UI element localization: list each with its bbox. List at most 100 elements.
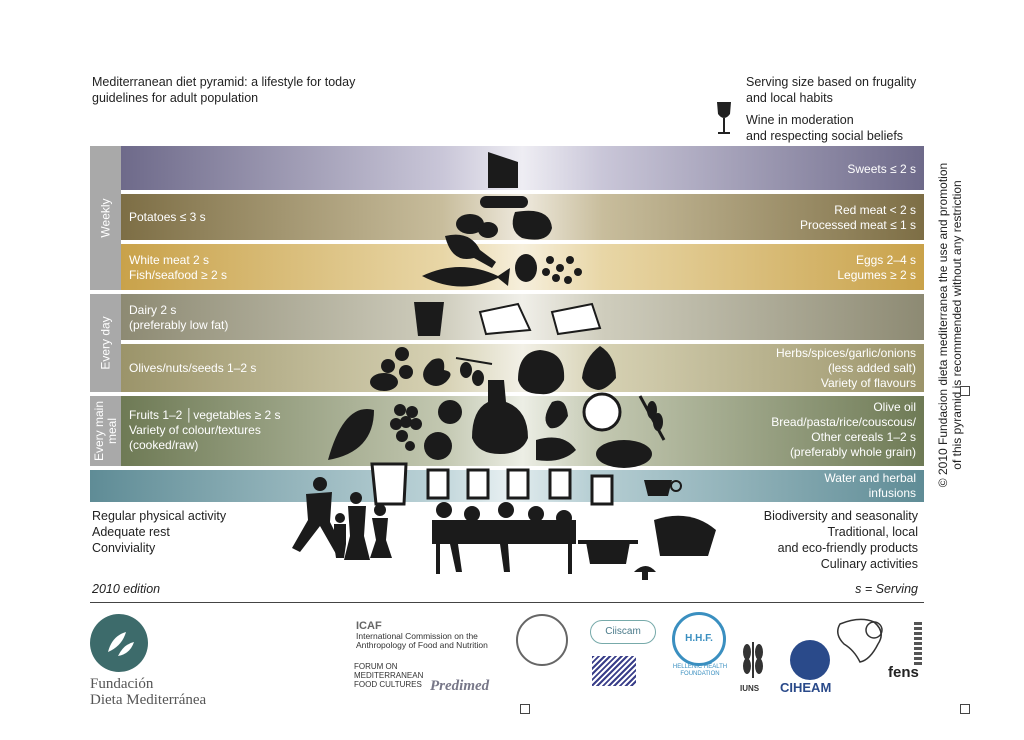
meat-labels: Red meat < 2 s Processed meat ≤ 1 s (800, 203, 916, 233)
band-sweets: Sweets ≤ 2 s (121, 146, 924, 190)
serving-line-2: and local habits (746, 91, 833, 105)
ciiscam-logo: Ciiscam (590, 620, 656, 644)
hhf-logo: H.H.F. (672, 612, 726, 666)
salt-note: (less added salt) (827, 361, 916, 375)
serving-line-1: Serving size based on frugality (746, 75, 917, 89)
olives-label: Olives/nuts/seeds 1–2 s (129, 361, 257, 375)
orange-slice-icon (424, 432, 452, 460)
potatoes-label: Potatoes ≤ 3 s (129, 210, 206, 224)
copyright-line-1: © 2010 Fundacion dieta mediterranea the … (936, 162, 950, 488)
icaf-line-1: International Commission on the (356, 631, 478, 641)
lifestyle-right: Biodiversity and seasonality Traditional… (764, 508, 918, 572)
every-day-label: Every day (98, 316, 112, 370)
lifestyle-left: Regular physical activity Adequate rest … (92, 508, 226, 556)
steak-icon (512, 210, 552, 240)
ciheam-logo-icon (790, 640, 830, 680)
onion-icon (518, 350, 565, 395)
cooked-raw-label: (cooked/raw) (129, 438, 199, 452)
water-jug-icon (370, 462, 408, 506)
cooking-pot-icon (578, 540, 638, 564)
fens-wheat-icon (914, 622, 922, 666)
yogurt-icon (414, 302, 444, 336)
mushroom-icon (634, 566, 656, 580)
basket-icon (654, 515, 716, 556)
chicken-leg-icon (445, 234, 496, 268)
sweets-label: Sweets ≤ 2 s (847, 162, 916, 176)
marker-square (960, 386, 970, 396)
side-label-every-day: Every day (90, 294, 121, 392)
iuns-wheat-icon (736, 640, 770, 680)
dairy-note: (preferably low fat) (129, 318, 229, 332)
bread-label: Bread/pasta/rice/couscous/ (771, 415, 916, 429)
title-line-2: guidelines for adult population (92, 91, 259, 105)
eco-friendly-label: and eco-friendly products (777, 541, 918, 555)
cake-icon (488, 152, 518, 188)
cereals-labels: Olive oil Bread/pasta/rice/couscous/ Oth… (771, 400, 916, 460)
teacup-icon (644, 480, 682, 496)
cereals-label: Other cereals 1–2 s (811, 430, 916, 444)
dairy-label: Dairy 2 s (129, 303, 177, 317)
grapes-icon (390, 404, 422, 451)
pyramid-illustrations (292, 152, 716, 580)
forum-line-3: FOOD CULTURES (354, 680, 422, 689)
cheese-wedge-icon (550, 302, 602, 336)
nuts-icon (370, 347, 413, 391)
infusions-label: infusions (868, 486, 916, 500)
processed-meat-label: Processed meat ≤ 1 s (800, 218, 916, 232)
water-labels: Water and herbal infusions (824, 471, 916, 501)
olive-oil-label: Olive oil (873, 400, 916, 414)
dairy-labels: Dairy 2 s (preferably low fat) (129, 303, 228, 333)
adequate-rest-label: Adequate rest (92, 525, 170, 539)
edition-label: 2010 edition (92, 582, 161, 596)
harokopio-logo-icon (592, 656, 636, 686)
artichoke-icon (545, 400, 568, 429)
water-label: Water and herbal (824, 471, 916, 485)
biodiversity-label: Biodiversity and seasonality (763, 509, 918, 523)
copyright-notice: © 2010 Fundacion dieta mediterranea the … (928, 150, 972, 500)
fens-logo: fens (888, 664, 919, 681)
cabbage-icon (582, 392, 622, 432)
red-meat-label: Red meat < 2 s (834, 203, 916, 217)
water-glass-icon (590, 474, 614, 506)
bread-icon (596, 440, 652, 468)
fundacion-line-2: Dieta Mediterránea (90, 692, 207, 708)
wheat-icon (638, 395, 666, 441)
wine-glass-icon (714, 100, 734, 145)
wine-line-1: Wine in moderation (746, 113, 854, 127)
divider (90, 602, 924, 603)
water-glass-icon (548, 468, 572, 500)
fish-label: Fish/seafood ≥ 2 s (129, 268, 227, 282)
africa-map-icon (830, 614, 894, 664)
fundacion-line-1: Fundación (90, 676, 154, 692)
family-dining-icon (432, 502, 576, 574)
variety-label: Variety of colour/textures (129, 423, 261, 437)
potatoes-icon (456, 214, 498, 238)
side-label-every-main-meal: Every main meal (90, 396, 121, 466)
watermelon-icon (328, 409, 374, 460)
fish-icon (422, 267, 510, 287)
cheese-icon (478, 302, 532, 336)
traditional-label: Traditional, local (827, 525, 918, 539)
culinary-label: Culinary activities (820, 557, 918, 571)
herbs-labels: Herbs/spices/garlic/onions (less added s… (776, 346, 916, 391)
meal-label: meal (104, 418, 119, 445)
predimed-logo: Predimed (430, 678, 490, 694)
band-white-meat-fish: White meat 2 s Fish/seafood ≥ 2 s Eggs 2… (121, 244, 924, 290)
fundacion-logo-text: Fundación Dieta Mediterránea (90, 676, 206, 708)
sausage-icon (480, 196, 528, 208)
copyright-line-2: of this pyramid is recommended without a… (950, 180, 964, 470)
legumes-label: Legumes ≥ 2 s (837, 268, 916, 282)
exercising-people-icon (292, 477, 392, 560)
white-meat-label: White meat 2 s (129, 253, 210, 267)
fundacion-logo-icon (90, 614, 148, 672)
iuns-label: IUNS (740, 684, 760, 693)
serving-note: s = Serving (855, 582, 918, 596)
physical-activity-label: Regular physical activity (92, 509, 227, 523)
weekly-label: Weekly (98, 198, 112, 238)
whole-grain-label: (preferably whole grain) (789, 445, 916, 459)
icaf-line-2: Anthropology of Food and Nutrition (356, 640, 488, 650)
oil-jug-icon (472, 380, 528, 454)
legumes-icon (542, 256, 582, 284)
fruits-labels: Fruits 1–2 │vegetables ≥ 2 s Variety of … (129, 408, 281, 453)
eggs-label: Eggs 2–4 s (855, 253, 916, 267)
